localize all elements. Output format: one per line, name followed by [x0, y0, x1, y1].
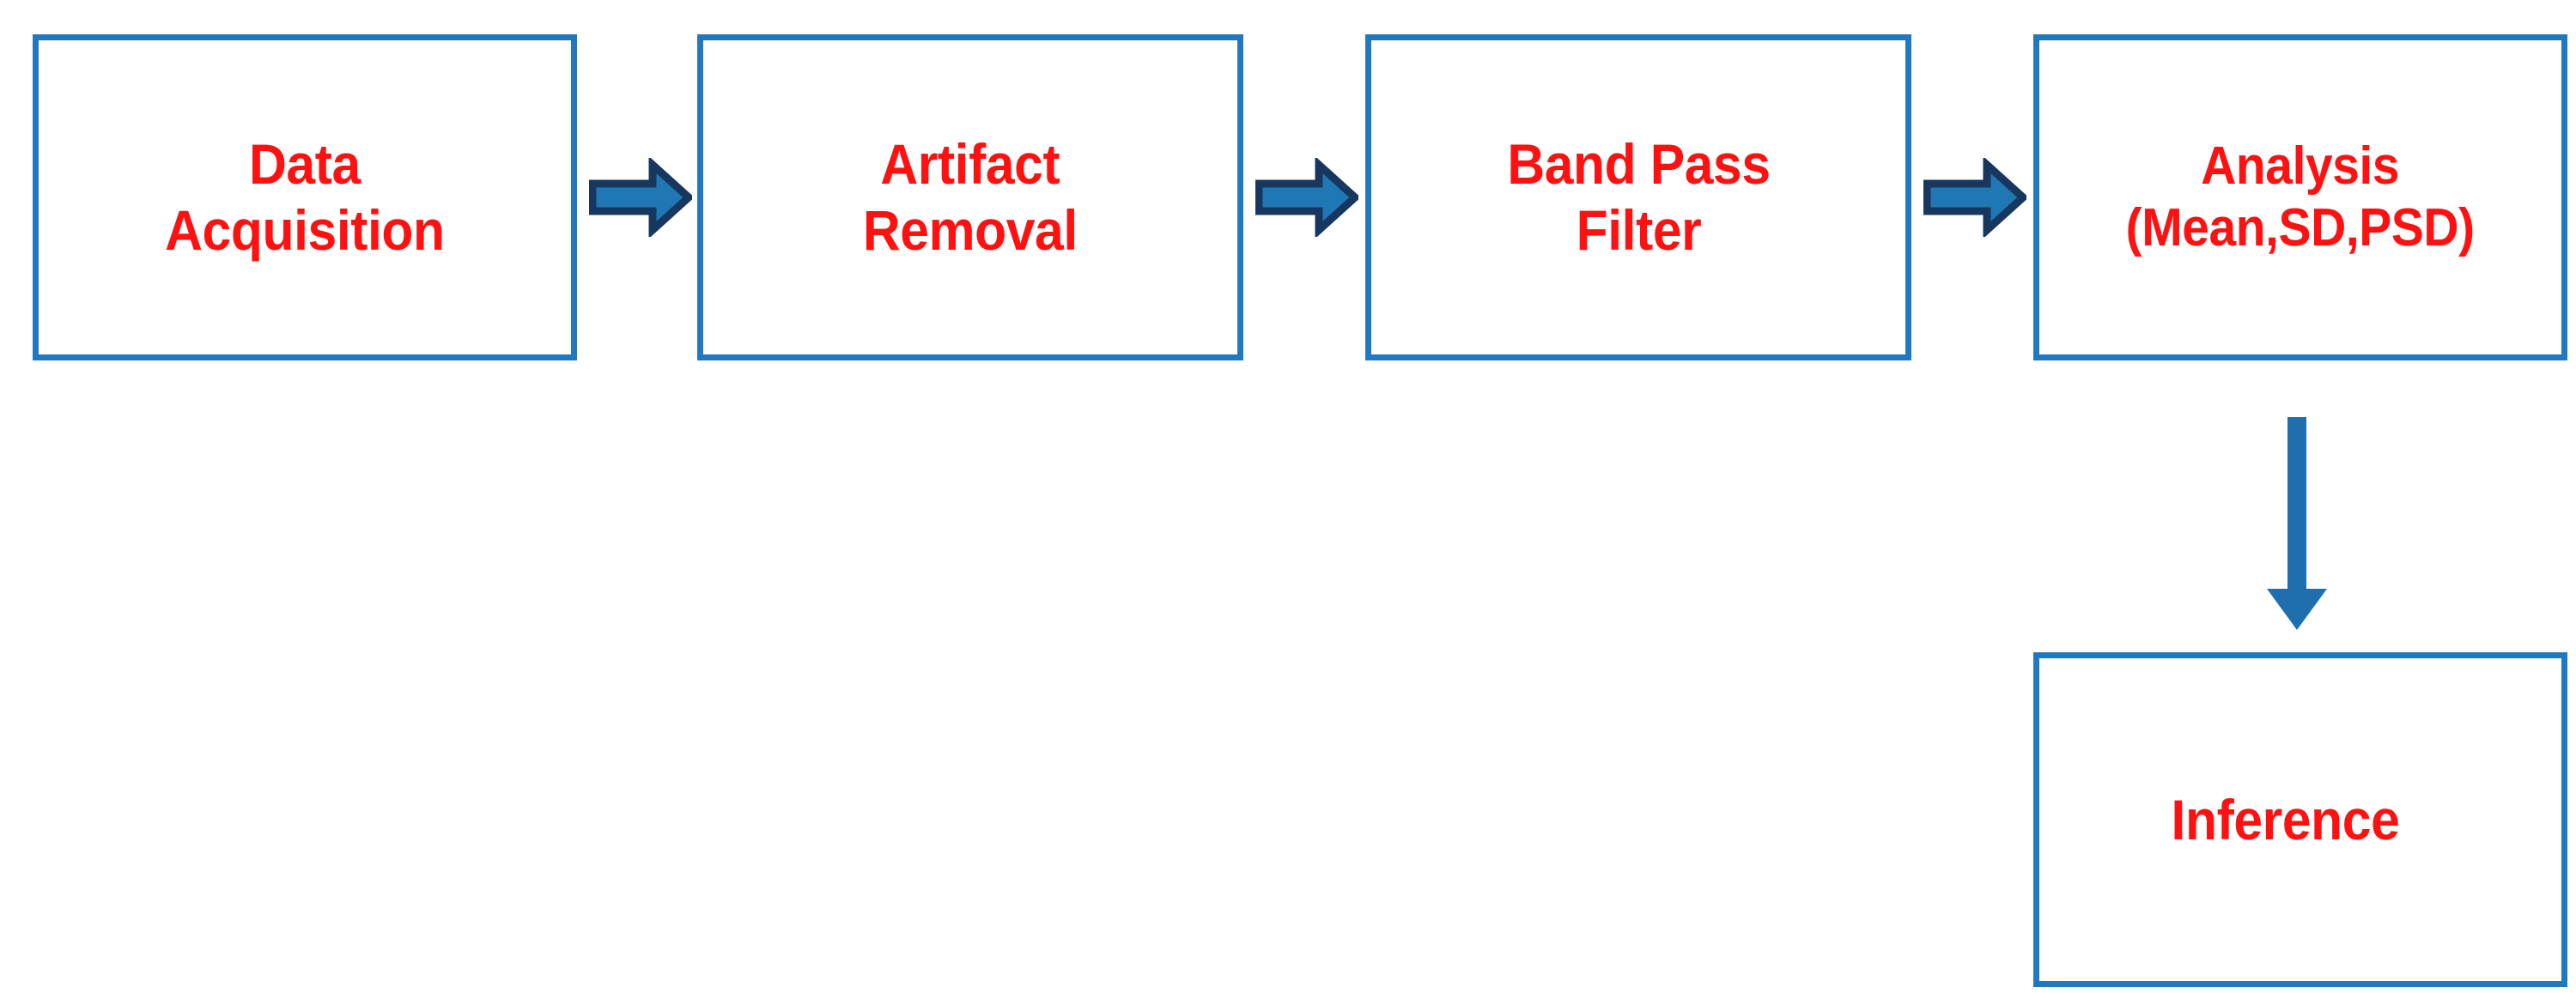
process-box-label: Inference: [2171, 787, 2399, 851]
process-box-analysis[interactable]: Analysis (Mean,SD,PSD): [2033, 34, 2567, 360]
process-box-band-pass-filter[interactable]: Band Pass Filter: [1365, 34, 1911, 360]
down-line-arrow-icon: [2250, 412, 2344, 635]
right-block-arrow-icon: [589, 158, 692, 237]
process-box-label: Data Acquisition: [165, 132, 445, 262]
process-box-data-acquisition[interactable]: Data Acquisition: [33, 34, 577, 360]
process-box-inference[interactable]: Inference: [2033, 652, 2567, 987]
right-block-arrow-icon: [1923, 158, 2026, 237]
process-box-artifact-removal[interactable]: Artifact Removal: [697, 34, 1243, 360]
process-box-label: Analysis (Mean,SD,PSD): [2125, 136, 2476, 257]
process-box-label: Band Pass Filter: [1506, 132, 1771, 262]
process-box-label: Artifact Removal: [863, 132, 1078, 262]
right-block-arrow-icon: [1255, 158, 1358, 237]
